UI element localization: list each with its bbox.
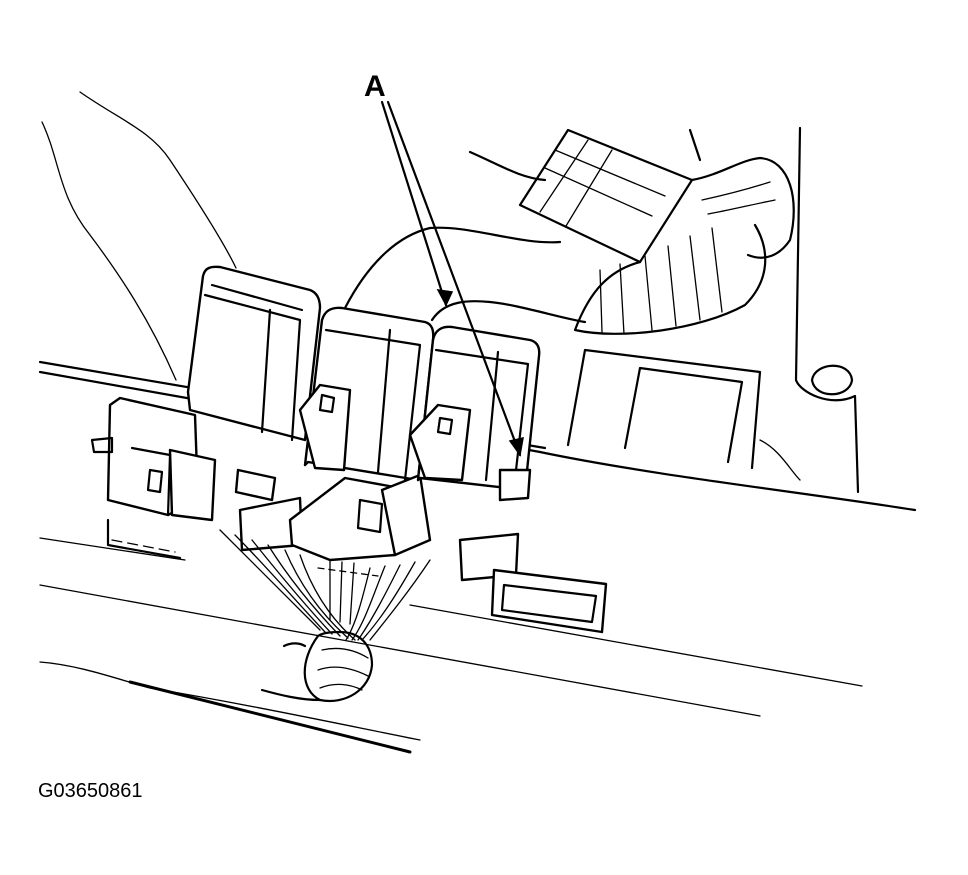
relay-left xyxy=(90,265,322,560)
callout-leader xyxy=(380,100,524,457)
upper-harness xyxy=(468,126,860,494)
cable-loop xyxy=(343,226,587,324)
left-wiring-outline xyxy=(41,91,237,381)
control-unit xyxy=(566,348,801,481)
relay-right xyxy=(408,325,541,582)
connector-tab xyxy=(490,568,608,634)
callout-label-a: A xyxy=(364,70,386,103)
relay-middle xyxy=(238,306,435,562)
wire-bundle xyxy=(219,529,431,703)
figure-code: G03650861 xyxy=(38,780,143,802)
mounting-panel xyxy=(38,360,917,754)
